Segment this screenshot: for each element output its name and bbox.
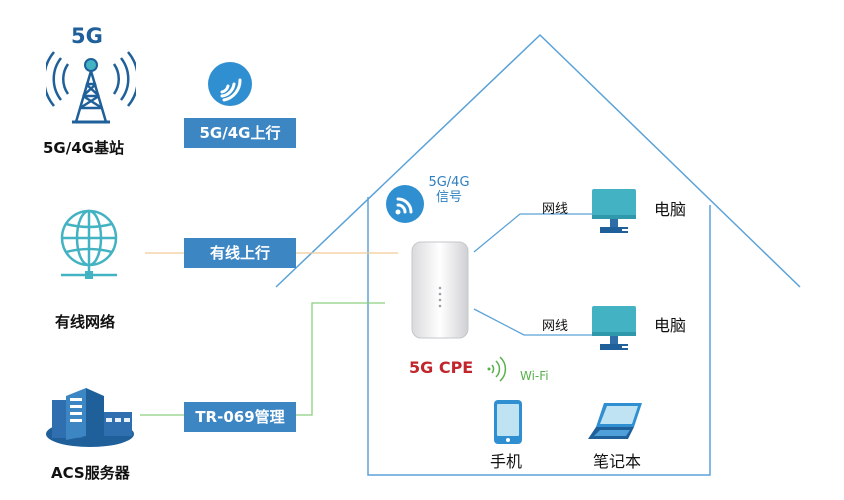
acs-server-label: ACS服务器 xyxy=(51,464,130,482)
signal-label-line2: 信号 xyxy=(435,190,462,205)
wifi-label: Wi-Fi xyxy=(520,369,549,383)
desktop-computer-icon xyxy=(592,189,636,237)
smartphone-icon xyxy=(493,399,523,445)
desktop-computer-icon xyxy=(592,306,636,354)
signal-waves-icon xyxy=(208,62,252,106)
laptop-icon xyxy=(588,401,646,441)
pc-label-1: 电脑 xyxy=(654,200,687,219)
signal-label: 5G/4G 信号 xyxy=(424,175,474,205)
cpe-router-icon xyxy=(408,240,472,340)
wired-network-label: 有线网络 xyxy=(55,313,116,331)
pc-label-2: 电脑 xyxy=(654,316,687,335)
wireless-signal-icon xyxy=(386,185,424,223)
server-building-icon xyxy=(44,378,140,450)
tr069-line xyxy=(140,302,385,416)
tower-label: 5G/4G基站 xyxy=(43,139,124,157)
cpe-label: 5G CPE xyxy=(409,358,474,377)
cable-label-1: 网线 xyxy=(542,202,569,217)
signal-label-line1: 5G/4G xyxy=(428,175,470,190)
house-roof xyxy=(275,33,801,288)
phone-label: 手机 xyxy=(490,452,523,471)
globe-network-icon xyxy=(57,208,121,282)
laptop-label: 笔记本 xyxy=(593,452,642,471)
tower-badge: 5G xyxy=(71,24,103,48)
cell-tower-icon xyxy=(43,22,139,132)
cable-line-2 xyxy=(473,308,592,336)
house-walls xyxy=(367,197,711,476)
tr069-pill: TR-069管理 xyxy=(184,402,296,432)
uplink-wired-pill: 有线上行 xyxy=(184,238,296,268)
cable-line-1 xyxy=(473,213,592,253)
wifi-waves-icon xyxy=(484,355,508,383)
uplink-4g5g-pill: 5G/4G上行 xyxy=(184,118,296,148)
cable-label-2: 网线 xyxy=(542,319,569,334)
